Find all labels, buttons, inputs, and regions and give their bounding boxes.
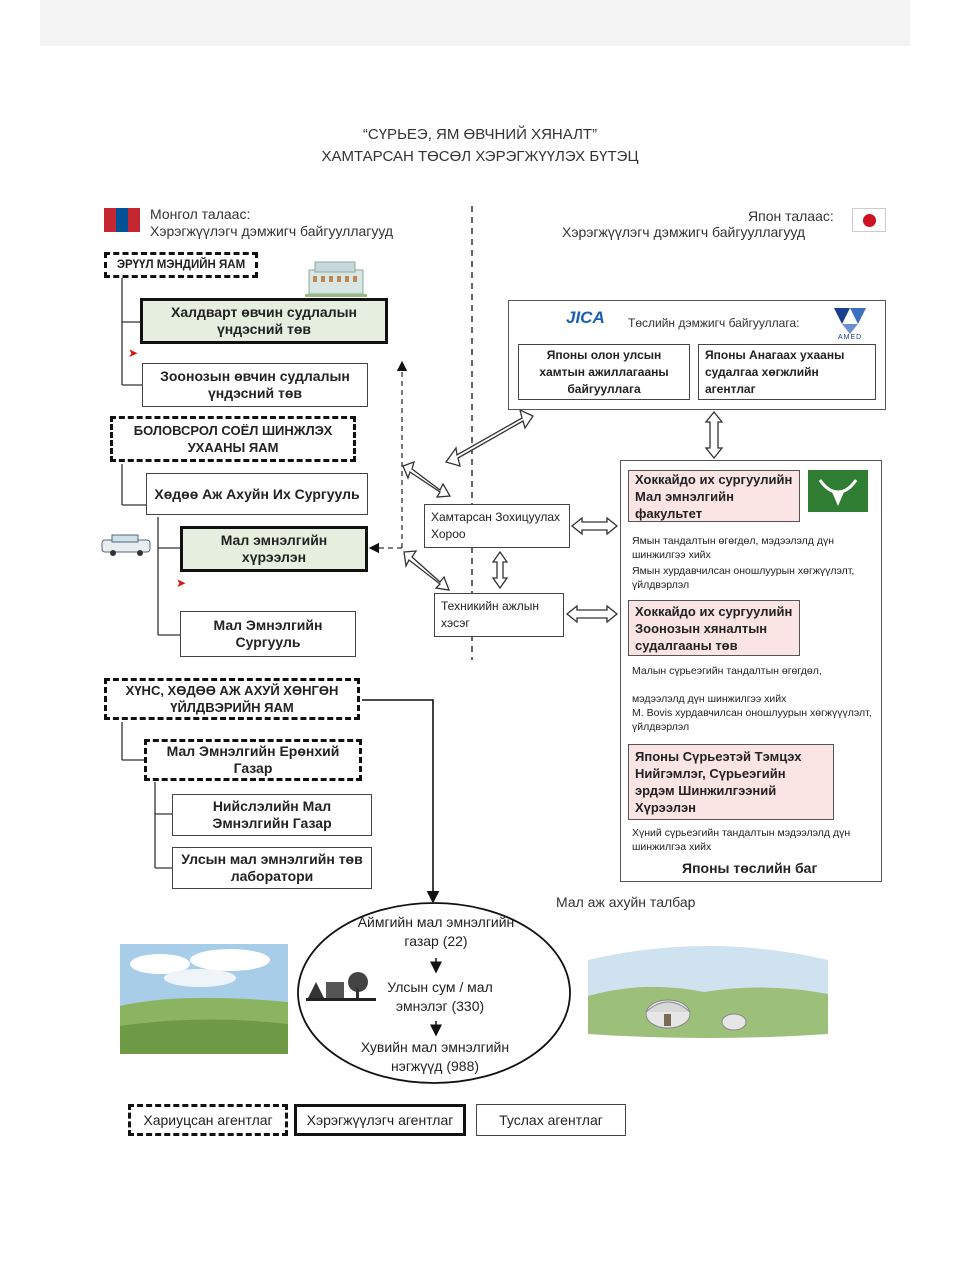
japan-tb-association-box: Японы Сүрьеэтэй Тэмцэх Нийгэмлэг, Сүрьеэ… (628, 744, 834, 820)
mongolia-flag-icon (104, 208, 140, 232)
legend-supporting: Туслах агентлаг (476, 1104, 626, 1136)
health-ministry-box: ЭРҮҮЛ МЭНДИЙН ЯАМ (104, 252, 258, 278)
hokkaido-vet-note-1: Ямын тандалтын өгөгдөл, мэдээлэлд дүн ши… (632, 535, 835, 561)
mongolia-heading: Монгол талаас: (150, 206, 251, 222)
joint-committee-box: Хамтарсан Зохицуулах Хороо (424, 504, 570, 548)
steppe-landscape-image (120, 944, 288, 1054)
town-icon (306, 972, 376, 1001)
bullet-marker: ➤ (128, 346, 139, 360)
hokkaido-zoonosis-box: Хоккайдо их сургуулийн Зоонозын хяналтын… (628, 600, 800, 656)
car-icon (101, 534, 151, 556)
amed-box: Японы Анагаах ухааны судалгаа хөгжлийн а… (698, 344, 876, 400)
support-label: Төслийн дэмжигч байгууллага: (628, 316, 800, 330)
soum-vet-unit: Улсын сум / мал эмнэлэг (330) (387, 979, 493, 1014)
agri-university-box: Хөдөө Аж Ахуйн Их Сургууль (146, 473, 368, 515)
amed-logo-icon (834, 308, 866, 334)
japan-flag-icon (852, 208, 886, 232)
vet-school-box: Мал Эмнэлгийн Сургууль (180, 611, 356, 657)
japan-team-label: Японы төслийн баг (682, 860, 818, 876)
building-icon (305, 261, 367, 297)
legend-implementing: Хэрэгжүүлэгч агентлаг (294, 1104, 466, 1136)
japan-heading: Япон талаас: (748, 208, 834, 224)
diagram-title-line2: ХАМТАРСАН ТӨСӨЛ ХЭРЭГЖҮҮЛЭХ БҮТЭЦ (321, 148, 639, 165)
hokkaido-vet-faculty-box: Хоккайдо их сургуулийн Мал эмнэлгийн фак… (628, 470, 800, 522)
education-ministry-box: БОЛОВСРОЛ СОЁЛ ШИНЖЛЭХ УХААНЫ ЯАМ (110, 416, 356, 462)
field-label: Мал аж ахуйн талбар (556, 894, 696, 910)
zoonosis-note-1: Малын сүрьеэгийн тандалтын өгөгдөл, (632, 665, 822, 677)
jica-box: Японы олон улсын хамтын ажиллагааны байг… (518, 344, 690, 400)
capital-vet-dept-box: Нийслэлийн Мал Эмнэлгийн Газар (172, 794, 372, 836)
top-band (40, 0, 910, 46)
technical-group-box: Техникийн ажлын хэсэг (434, 593, 564, 637)
zoonosis-note-2: мэдээлэлд дүн шинжилгээ хийх (632, 693, 787, 705)
tb-note: Хүний сүрьеэгийн тандалтын мэдээлэлд дүн… (632, 827, 851, 853)
amed-logo-text: AMED (838, 334, 863, 341)
vet-general-dept-box: Мал Эмнэлгийн Ерөнхий Газар (144, 739, 362, 781)
hokkaido-vet-note-2: Ямын хурдавчилсан оношлуурын хөгжүүлэлт,… (632, 565, 855, 591)
mongolia-subheading: Хэрэгжүүлэгч дэмжигч байгууллагууд (150, 223, 394, 239)
zoonotic-center-box: Зоонозын өвчин судлалын үндэсний төв (142, 363, 368, 407)
infectious-disease-center-box: Халдварт өвчин судлалын үндэсний төв (140, 298, 388, 344)
hokkaido-bull-logo-icon (808, 470, 868, 512)
vet-institute-box: Мал эмнэлгийн хүрээлэн (180, 526, 368, 572)
bullet-marker: ➤ (176, 576, 187, 590)
diagram-title-line1: “СҮРЬЕЭ, ЯМ ӨВЧНИЙ ХЯНАЛТ” (362, 126, 598, 143)
state-central-lab-box: Улсын мал эмнэлгийн төв лаборатори (172, 847, 372, 889)
jica-logo-icon: JICA (566, 308, 605, 327)
yurt-landscape-image (588, 946, 828, 1038)
legend-responsible: Хариуцсан агентлаг (128, 1104, 288, 1136)
private-vet-units: Хувийн мал эмнэлгийн нэгжүүд (988) (360, 1039, 510, 1074)
food-agriculture-ministry-box: ХҮНС, ХӨДӨӨ АЖ АХУЙ ХӨНГӨН ҮЙЛДВЭРИЙН ЯА… (104, 678, 360, 720)
japan-subheading: Хэрэгжүүлэгч дэмжигч байгууллагууд (562, 224, 806, 240)
zoonosis-note-3: M. Bovis хурдавчилсан оношлуурын хөгжүүү… (632, 707, 872, 733)
aimag-vet-dept: Аймгийн мал эмнэлгийн газар (22) (357, 914, 515, 949)
